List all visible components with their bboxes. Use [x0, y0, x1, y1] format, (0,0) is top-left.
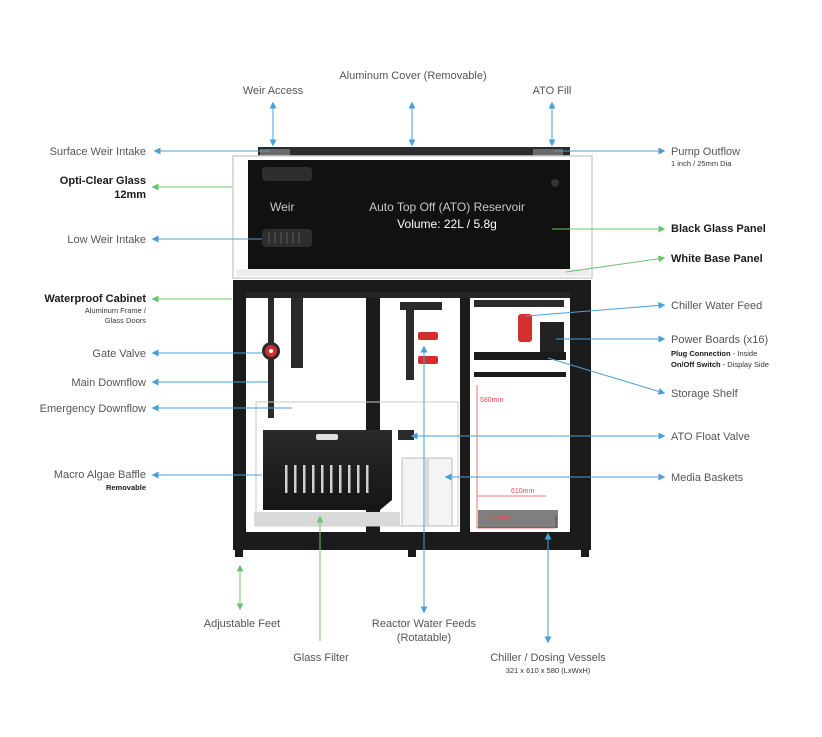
- ato-fill-lid: [533, 149, 563, 156]
- label-pump-outflow-sub: 1 inch / 25mm Dia: [671, 159, 732, 168]
- reactor-valve: [418, 332, 438, 340]
- label-plug-connection: Plug Connection - Inside: [671, 349, 757, 358]
- label-onoff-switch: On/Off Switch - Display Side: [671, 360, 769, 369]
- label-chiller-dosing-vessels: Chiller / Dosing Vessels: [490, 652, 606, 664]
- surface-weir-comb: [262, 167, 312, 181]
- white-base-panel-line: [566, 258, 664, 272]
- white-base-panel: [236, 269, 590, 276]
- label-chiller-dosing-dims: 321 x 610 x 580 (LxWxH): [506, 666, 591, 675]
- reservoir-volume: Volume: 22L / 5.8g: [397, 217, 497, 231]
- label-low-weir-intake: Low Weir Intake: [67, 234, 146, 246]
- label-black-glass-panel: Black Glass Panel: [671, 223, 766, 235]
- label-opti-clear-glass-2: 12mm: [114, 189, 146, 201]
- label-waterproof-cabinet: Waterproof Cabinet: [44, 293, 146, 305]
- chiller-feed-pipe: [474, 300, 564, 307]
- label-reactor-water-feeds-2: (Rotatable): [397, 632, 451, 644]
- pump-outflow-port: [551, 179, 559, 187]
- label-pump-outflow: Pump Outflow: [671, 146, 740, 158]
- dim-width: 610mm: [511, 488, 535, 495]
- reactor-valve: [418, 356, 438, 364]
- label-reactor-water-feeds-1: Reactor Water Feeds: [372, 618, 477, 630]
- label-gate-valve: Gate Valve: [92, 348, 146, 360]
- label-emergency-downflow: Emergency Downflow: [40, 403, 146, 415]
- label-opti-clear-glass-1: Opti-Clear Glass: [60, 175, 146, 187]
- label-waterproof-cabinet-sub1: Aluminum Frame /: [85, 306, 147, 315]
- reservoir-title: Auto Top Off (ATO) Reservoir: [369, 200, 525, 214]
- media-basket: [402, 458, 426, 526]
- label-storage-shelf: Storage Shelf: [671, 388, 739, 400]
- label-ato-float-valve: ATO Float Valve: [671, 431, 750, 443]
- label-macro-algae-baffle-sub: Removable: [106, 483, 146, 492]
- label-surface-weir-intake: Surface Weir Intake: [50, 146, 146, 158]
- reactor-manifold: [400, 302, 442, 310]
- plumbing-rail: [246, 292, 570, 298]
- glass-filter: [254, 512, 400, 526]
- aluminum-cover: [258, 147, 570, 156]
- main-downflow-pipe: [291, 298, 303, 368]
- dim-length: 321mm: [486, 515, 510, 522]
- dim-height: 580mm: [480, 397, 504, 404]
- storage-shelf-bar: [474, 372, 566, 377]
- label-ato-fill: ATO Fill: [533, 85, 572, 97]
- label-adjustable-feet: Adjustable Feet: [204, 618, 280, 630]
- cabinet-base: [233, 536, 591, 550]
- reactor-pipe: [406, 310, 414, 380]
- frame-post: [460, 292, 470, 537]
- media-basket: [428, 458, 452, 526]
- weir-label: Weir: [270, 200, 294, 214]
- label-weir-access: Weir Access: [243, 85, 304, 97]
- label-white-base-panel: White Base Panel: [671, 253, 763, 265]
- weir-access-lid: [260, 149, 290, 156]
- adjustable-foot: [581, 550, 589, 557]
- label-macro-algae-baffle: Macro Algae Baffle: [54, 469, 146, 481]
- label-chiller-water-feed: Chiller Water Feed: [671, 300, 762, 312]
- label-main-downflow: Main Downflow: [71, 377, 146, 389]
- label-aluminum-cover: Aluminum Cover (Removable): [339, 70, 486, 82]
- aquarium-illustration: Weir Auto Top Off (ATO) Reservoir Volume…: [233, 147, 592, 557]
- adjustable-foot: [408, 550, 416, 557]
- macro-algae-baffle: [263, 430, 392, 510]
- ato-float-valve: [398, 430, 414, 440]
- baffle-handle: [316, 434, 338, 440]
- label-glass-filter: Glass Filter: [293, 652, 349, 664]
- chiller-feed-valve: [518, 314, 532, 342]
- label-waterproof-cabinet-sub2: Glass Doors: [105, 316, 147, 325]
- label-power-boards: Power Boards (x16): [671, 334, 768, 346]
- label-media-baskets: Media Baskets: [671, 472, 744, 484]
- adjustable-foot: [235, 550, 243, 557]
